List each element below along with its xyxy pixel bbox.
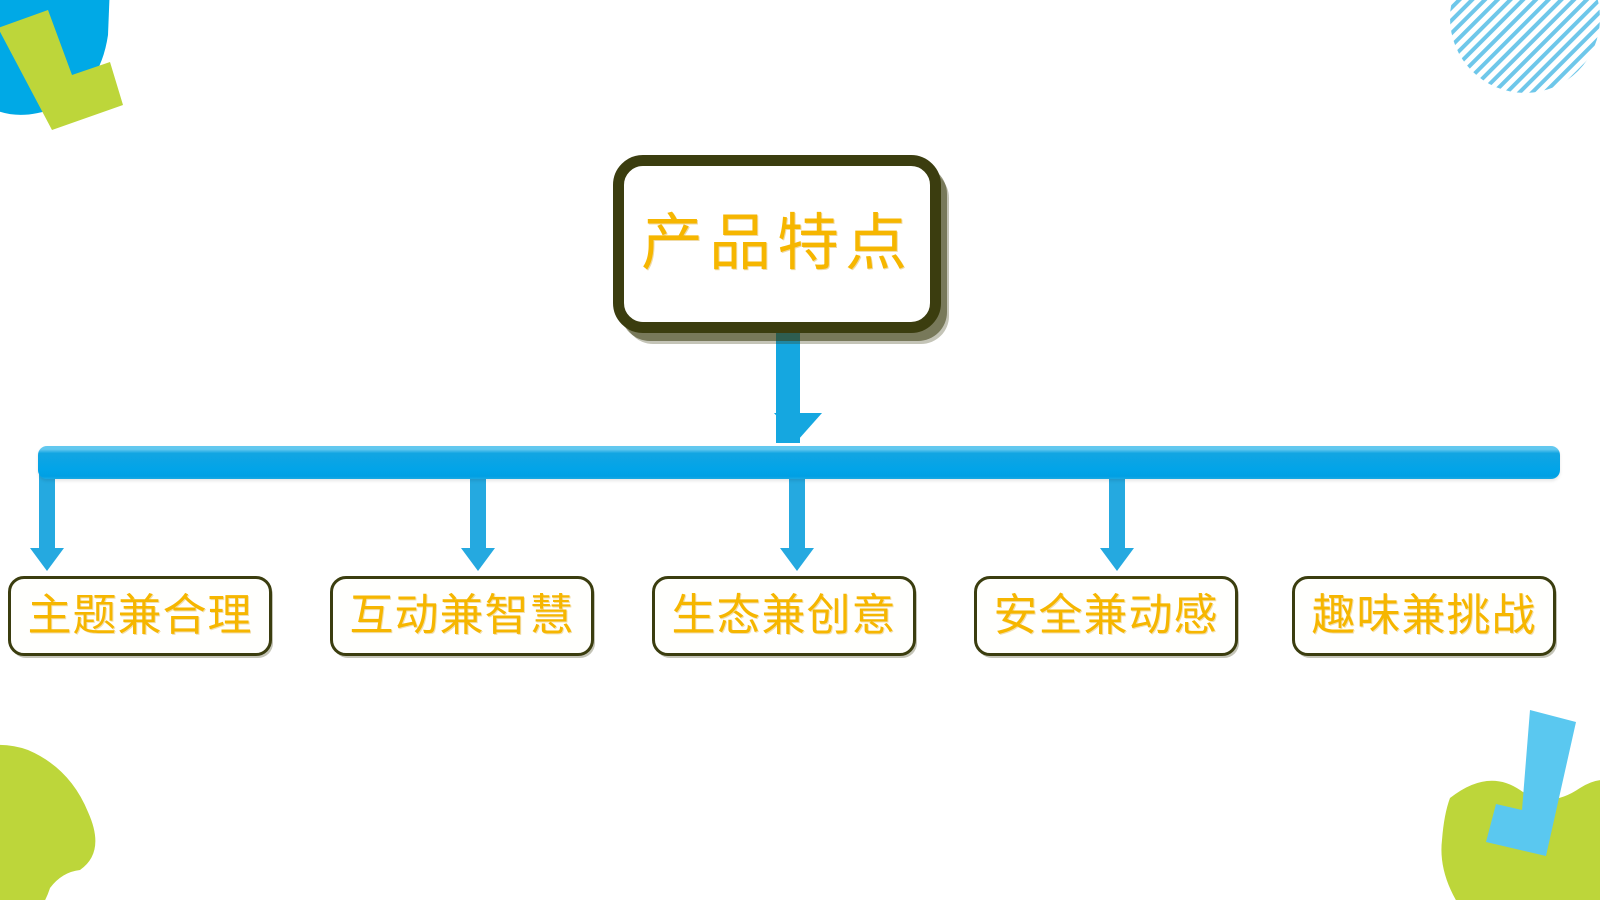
branch-label-2: 互动兼智慧	[349, 591, 575, 640]
branch-node-4[interactable]: 安全兼动感	[974, 576, 1238, 656]
branch-node-2[interactable]: 互动兼智慧	[330, 576, 594, 656]
branch-node-3[interactable]: 生态兼创意	[652, 576, 916, 656]
branch-node-1[interactable]: 主题兼合理	[8, 576, 272, 656]
branch-label-5: 趣味兼挑战	[1311, 591, 1537, 640]
branch-stem-1	[39, 472, 55, 550]
top-left-decoration-blue-blob	[0, 0, 123, 130]
branch-arrowhead-icon-2	[461, 548, 495, 571]
title-label: 产品特点	[640, 210, 913, 278]
branch-label-1: 主题兼合理	[27, 591, 253, 640]
branch-arrowhead-icon-3	[780, 548, 814, 571]
horizontal-connector-bar	[38, 446, 1560, 479]
branch-label-3: 生态兼创意	[671, 591, 897, 640]
bottom-right-decoration-green-blob-blue-bracket	[1441, 710, 1600, 900]
branch-arrowhead-icon-1	[30, 548, 64, 571]
title-node[interactable]: 产品特点	[613, 155, 941, 333]
main-connector-arrowhead-icon	[774, 413, 822, 440]
bottom-left-decoration-green-blob	[0, 744, 96, 900]
branch-label-4: 安全兼动感	[993, 591, 1219, 640]
branch-stem-2	[470, 472, 486, 550]
branch-node-5[interactable]: 趣味兼挑战	[1292, 576, 1556, 656]
branch-arrowhead-icon-4	[1100, 548, 1134, 571]
branch-stem-4	[1109, 472, 1125, 550]
branch-stem-3	[789, 472, 805, 550]
top-right-decoration-striped-circle	[1450, 0, 1600, 93]
